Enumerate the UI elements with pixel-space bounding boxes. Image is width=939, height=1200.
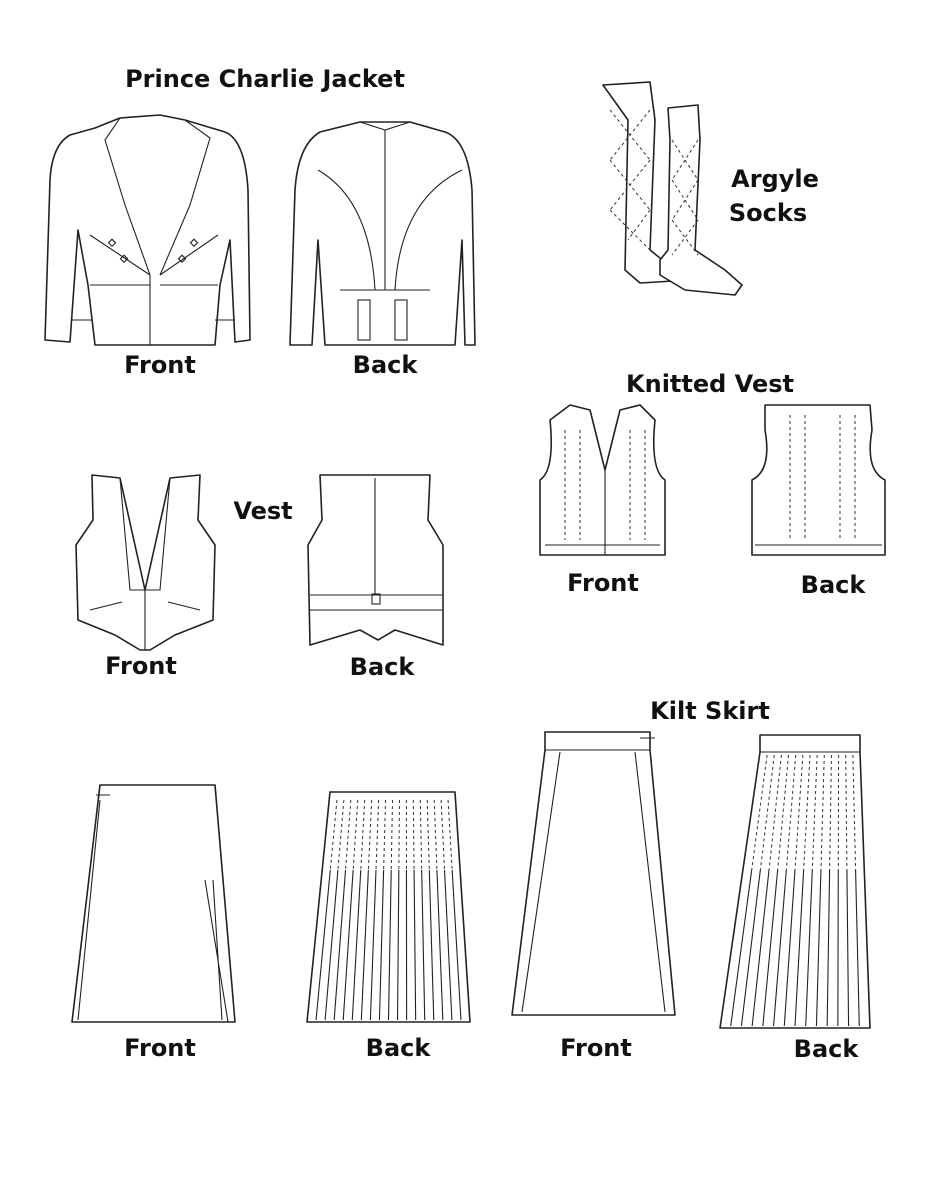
pleat-stitch <box>759 754 775 871</box>
knitted-vest-back-drawing <box>751 404 886 556</box>
jacket-back-label: Back <box>353 351 419 379</box>
vest-back-label: Back <box>350 653 416 681</box>
jacket-front-drawing <box>44 114 251 346</box>
pleat-stitch <box>768 754 782 871</box>
knitted-vest-front-drawing <box>539 404 666 556</box>
skirt-back-drawing <box>719 734 871 1029</box>
pleat-line <box>436 869 444 1021</box>
skirt-front-label: Front <box>560 1034 632 1062</box>
socks-title-line1: Argyle <box>731 165 819 193</box>
kilt-front-label: Front <box>124 1034 196 1062</box>
pleat-stitch <box>777 754 790 871</box>
skirt-front-drawing <box>511 731 676 1016</box>
jacket-front-label: Front <box>124 351 196 379</box>
pleat-line <box>443 869 453 1021</box>
jacket-back-drawing <box>289 121 476 346</box>
knitted-vest-back-label: Back <box>801 571 867 599</box>
pleat-line <box>855 869 860 1027</box>
kilt-skirt-title: Kilt Skirt <box>650 697 770 725</box>
pleat-line <box>451 869 462 1021</box>
pleat-line <box>783 869 796 1027</box>
pleat-line <box>428 869 435 1021</box>
pleat-stitch <box>794 754 804 871</box>
pleat-line <box>360 869 369 1021</box>
pleat-line <box>342 869 354 1021</box>
pleat-line <box>730 869 753 1027</box>
pleat-line <box>333 869 347 1021</box>
pleat-stitch <box>829 754 832 871</box>
vest-back-drawing <box>307 474 444 646</box>
pleat-line <box>413 869 417 1021</box>
pleat-line <box>815 869 822 1027</box>
pleat-stitch <box>852 754 857 871</box>
pleat-line <box>762 869 779 1027</box>
pleat-stitch <box>811 754 818 871</box>
kilt-back-label: Back <box>366 1034 432 1062</box>
pleat-line <box>378 869 385 1021</box>
kilt-back-drawing <box>306 791 471 1023</box>
socks-title-line2: Socks <box>729 199 807 227</box>
pleat-stitch <box>820 754 825 871</box>
pleat-line <box>773 869 787 1027</box>
pleat-stitch <box>803 754 811 871</box>
pleat-stitch <box>845 754 848 871</box>
pleat-stitch <box>751 754 768 871</box>
pleat-line <box>387 869 392 1021</box>
pleat-line <box>315 869 331 1021</box>
jacket-title: Prince Charlie Jacket <box>125 65 405 93</box>
argyle-socks-drawing <box>602 81 743 296</box>
pleat-line <box>351 869 362 1021</box>
knitted-vest-title: Knitted Vest <box>626 370 794 398</box>
pleat-line <box>397 869 400 1021</box>
knitted-vest-front-label: Front <box>567 569 639 597</box>
pleat-line <box>324 869 339 1021</box>
kilt-front-drawing <box>71 784 236 1023</box>
pleat-line <box>369 869 377 1021</box>
pleat-line <box>805 869 813 1027</box>
skirt-back-label: Back <box>794 1035 860 1063</box>
pleat-line <box>751 869 770 1027</box>
pleat-line <box>421 869 426 1021</box>
pleat-line <box>740 869 761 1027</box>
vest-front-drawing <box>75 474 216 651</box>
pleat-line <box>846 869 850 1027</box>
vest-title: Vest <box>233 497 292 525</box>
vest-front-label: Front <box>105 652 177 680</box>
pleat-line <box>794 869 805 1027</box>
pleat-stitch <box>785 754 797 871</box>
pleat-line <box>826 869 831 1027</box>
